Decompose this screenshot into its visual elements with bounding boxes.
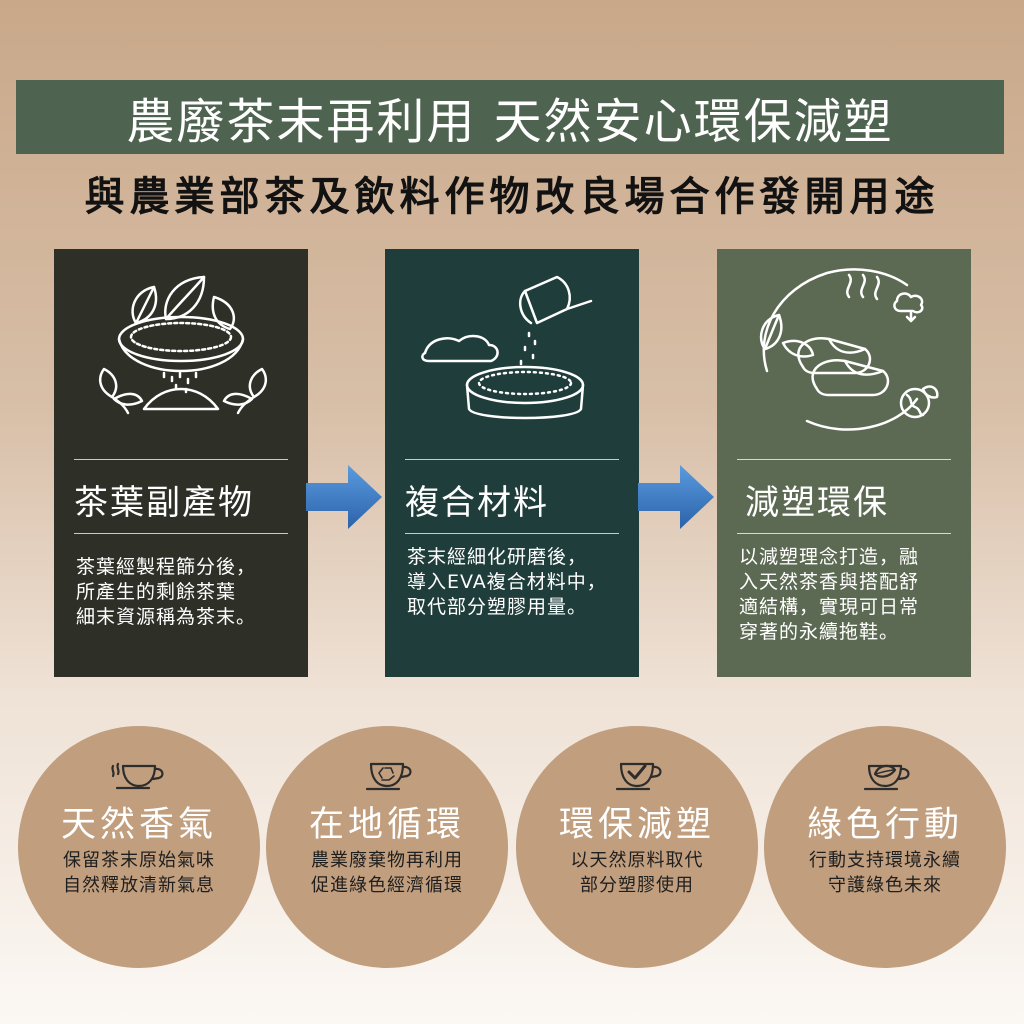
desc-line: 細末資源稱為茶末。 (76, 606, 257, 628)
divider (405, 459, 619, 460)
step-card-composite: 複合材料 茶末經細化研磨後， 導入EVA複合材料中， 取代部分塑膠用量。 (385, 249, 639, 677)
page-subtitle: 與農業部茶及飲料作物改良場合作發開用途 (84, 174, 940, 220)
feature-description: 行動支持環境永續 守護綠色未來 (764, 848, 1006, 898)
tea-sieve-icon (98, 275, 268, 415)
feature-local-cycle: 在地循環 農業廢棄物再利用 促進綠色經濟循環 (266, 726, 508, 968)
feature-description: 農業廢棄物再利用 促進綠色經濟循環 (266, 848, 508, 898)
desc-line: 部分塑膠使用 (580, 875, 694, 896)
desc-line: 保留茶末原始氣味 (63, 850, 215, 871)
step-description: 以減塑理念打造，融 入天然茶香與搭配舒 適結構，實現可日常 穿著的永續拖鞋。 (739, 545, 955, 645)
step-title: 複合材料 (405, 483, 549, 523)
divider (74, 533, 288, 534)
feature-green-action: 綠色行動 行動支持環境永續 守護綠色未來 (764, 726, 1006, 968)
desc-line: 自然釋放清新氣息 (63, 875, 215, 896)
powder-bowl-icon (421, 275, 593, 420)
arrow-right-icon (638, 465, 714, 529)
feature-title: 綠色行動 (806, 805, 963, 845)
divider (405, 533, 619, 534)
desc-line: 穿著的永續拖鞋。 (739, 621, 900, 643)
feature-description: 保留茶末原始氣味 自然釋放清新氣息 (18, 848, 260, 898)
step-card-eco: 減塑環保 以減塑理念打造，融 入天然茶香與搭配舒 適結構，實現可日常 穿著的永續… (717, 249, 971, 677)
step-title: 減塑環保 (745, 483, 889, 523)
desc-line: 農業廢棄物再利用 (311, 850, 463, 871)
feature-eco-plastic-reduction: 環保減塑 以天然原料取代 部分塑膠使用 (516, 726, 758, 968)
feature-title: 天然香氣 (60, 805, 217, 845)
slippers-icon (759, 268, 939, 431)
desc-line: 以天然原料取代 (570, 850, 704, 871)
desc-line: 所產生的剩餘茶葉 (76, 581, 237, 603)
desc-line: 入天然茶香與搭配舒 (739, 571, 920, 593)
desc-line: 茶末經細化研磨後， (407, 546, 588, 568)
leaf-cup-icon (863, 764, 910, 791)
recycle-cup-icon (365, 762, 412, 791)
desc-line: 茶葉經製程篩分後， (76, 556, 257, 578)
feature-natural-aroma: 天然香氣 保留茶末原始氣味 自然釋放清新氣息 (18, 726, 260, 968)
steaming-cup-icon (111, 762, 164, 790)
feature-title: 環保減塑 (558, 805, 715, 845)
desc-line: 適結構，實現可日常 (739, 596, 920, 618)
desc-line: 以減塑理念打造，融 (739, 546, 920, 568)
check-cup-icon (615, 762, 662, 791)
step-description: 茶末經細化研磨後， 導入EVA複合材料中， 取代部分塑膠用量。 (407, 545, 623, 620)
desc-line: 守護綠色未來 (828, 875, 942, 896)
arrow-right-icon (306, 465, 382, 529)
divider (74, 459, 288, 460)
desc-line: 導入EVA複合材料中， (407, 571, 607, 593)
feature-title: 在地循環 (308, 805, 465, 845)
divider (737, 533, 951, 534)
feature-description: 以天然原料取代 部分塑膠使用 (516, 848, 758, 898)
step-card-byproduct: 茶葉副產物 茶葉經製程篩分後， 所產生的剩餘茶葉 細末資源稱為茶末。 (54, 249, 308, 677)
divider (737, 459, 951, 460)
step-title: 茶葉副產物 (74, 483, 254, 523)
title-banner: 農廢茶末再利用 天然安心環保減塑 (16, 80, 1004, 154)
desc-line: 行動支持環境永續 (809, 850, 961, 871)
step-description: 茶葉經製程篩分後， 所產生的剩餘茶葉 細末資源稱為茶末。 (76, 555, 292, 630)
page-title: 農廢茶末再利用 天然安心環保減塑 (126, 94, 894, 150)
desc-line: 促進綠色經濟循環 (311, 875, 463, 896)
desc-line: 取代部分塑膠用量。 (407, 596, 588, 618)
